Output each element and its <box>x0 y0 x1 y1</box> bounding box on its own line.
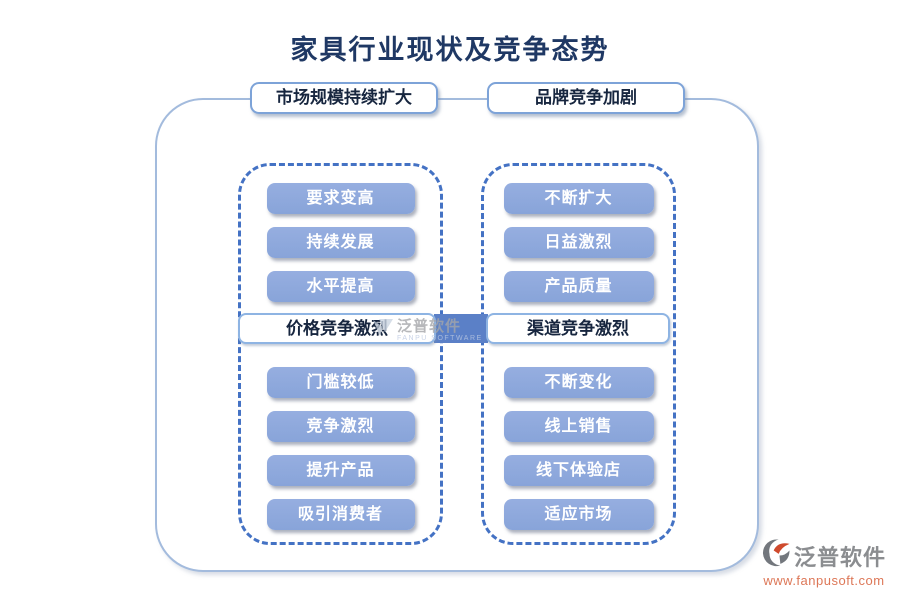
header-box-brand-competition: 品牌竞争加剧 <box>487 82 685 114</box>
item-button: 线下体验店 <box>503 455 654 486</box>
item-button: 适应市场 <box>503 499 654 530</box>
item-button: 竞争激烈 <box>266 411 415 442</box>
mid-label-price-competition: 价格竞争激烈 <box>238 313 436 344</box>
fanpu-watermark-check-icon <box>372 318 394 343</box>
watermark: 泛普软件 FANPU SOFTWARE <box>372 318 483 343</box>
item-button: 提升产品 <box>266 455 415 486</box>
header-box-market-scale: 市场规模持续扩大 <box>250 82 438 114</box>
left-dashed-group: 要求变高 持续发展 水平提高 门槛较低 竞争激烈 提升产品 吸引消费者 <box>238 163 443 545</box>
item-button: 要求变高 <box>266 183 415 214</box>
item-button: 门槛较低 <box>266 367 415 398</box>
connector-bar <box>434 314 488 343</box>
logo-name: 泛普软件 <box>793 544 886 570</box>
right-top-button-stack: 不断扩大 日益激烈 产品质量 <box>484 183 673 302</box>
item-button: 持续发展 <box>266 227 415 258</box>
left-bottom-button-stack: 门槛较低 竞争激烈 提升产品 吸引消费者 <box>241 367 440 530</box>
item-button: 线上销售 <box>503 411 654 442</box>
right-bottom-button-stack: 不断变化 线上销售 线下体验店 适应市场 <box>484 367 673 530</box>
item-button: 日益激烈 <box>503 227 654 258</box>
item-button: 产品质量 <box>503 271 654 302</box>
fanpu-pinwheel-icon <box>762 538 792 573</box>
right-dashed-group: 不断扩大 日益激烈 产品质量 不断变化 线上销售 线下体验店 适应市场 <box>481 163 676 545</box>
left-top-button-stack: 要求变高 持续发展 水平提高 <box>241 183 440 302</box>
page-title: 家具行业现状及竞争态势 <box>290 35 610 65</box>
watermark-subtitle: FANPU SOFTWARE <box>397 335 483 342</box>
watermark-name: 泛普软件 <box>397 318 462 335</box>
logo-url: www.fanpusoft.com <box>763 573 885 588</box>
item-button: 不断扩大 <box>503 183 654 214</box>
item-button: 吸引消费者 <box>266 499 415 530</box>
fanpu-logo: 泛普软件 www.fanpusoft.com <box>762 538 886 588</box>
mid-label-channel-competition: 渠道竞争激烈 <box>486 313 670 344</box>
item-button: 不断变化 <box>503 367 654 398</box>
item-button: 水平提高 <box>266 271 415 302</box>
